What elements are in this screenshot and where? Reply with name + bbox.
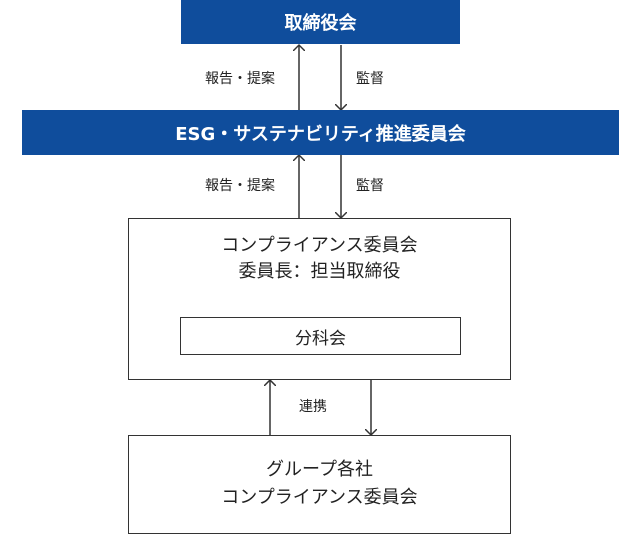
label-report-propose-1: 報告・提案 — [205, 71, 275, 87]
subcommittee-box: 分科会 — [180, 317, 461, 355]
label-supervise-1: 監督 — [356, 71, 384, 87]
compliance-committee-title: コンプライアンス委員会 — [221, 235, 418, 256]
board-label: 取締役会 — [284, 13, 357, 34]
compliance-committee-box: コンプライアンス委員会 委員長：担当取締役 分科会 — [128, 218, 511, 380]
board-of-directors-box: 取締役会 — [181, 0, 460, 44]
label-supervise-2: 監督 — [356, 178, 384, 194]
group-companies-box: グループ各社 コンプライアンス委員会 — [128, 435, 511, 534]
esg-committee-label: ESG・サステナビリティ推進委員会 — [175, 123, 466, 145]
group-companies-title: グループ各社 — [266, 459, 373, 480]
group-companies-committee: コンプライアンス委員会 — [221, 487, 418, 508]
subcommittee-label: 分科会 — [295, 328, 346, 349]
esg-committee-box: ESG・サステナビリティ推進委員会 — [22, 110, 619, 155]
label-report-propose-2: 報告・提案 — [205, 178, 275, 194]
label-cooperation: 連携 — [299, 399, 327, 415]
compliance-committee-chair: 委員長：担当取締役 — [238, 261, 401, 282]
